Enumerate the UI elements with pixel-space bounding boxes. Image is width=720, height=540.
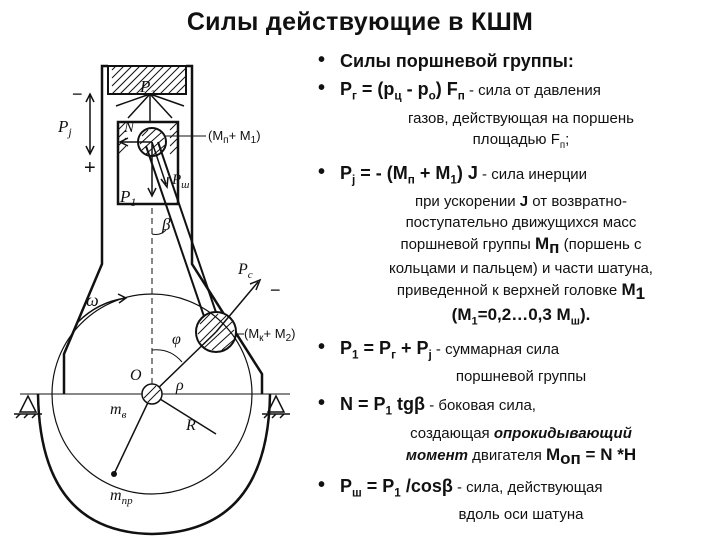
bullet-heading: Силы поршневой группы: — [340, 51, 574, 71]
description: газов, действующая на поршень площадью F… — [408, 109, 634, 151]
list-item: N = P1 tgβ - боковая сила, создающая опр… — [316, 392, 716, 469]
crank-mechanism-diagram: Pг Pj − + N (Mп+ M1) P1 Pш β Pc − ω φ (M… — [14, 64, 296, 536]
label-omega: ω — [86, 290, 99, 310]
label-o: O — [130, 367, 142, 384]
label-minus-right: − — [270, 280, 281, 300]
formula-pg: Pг = (pц - pо) Fп - сила от давления — [340, 79, 601, 103]
right-support — [262, 394, 290, 419]
label-beta: β — [161, 215, 171, 234]
omega-arrow — [77, 297, 127, 323]
label-r: R — [185, 417, 196, 434]
crank-lines — [113, 204, 217, 475]
omega-arrowhead — [117, 293, 128, 304]
label-mp-m1: (Mп+ M1) — [208, 128, 261, 146]
label-mv: mв — [110, 401, 127, 421]
list-item: Pj = - (Mп + M1) J - сила инерции при ус… — [316, 161, 716, 333]
counterweight-mass-point — [111, 471, 117, 477]
description: создающая опрокидывающий момент двигател… — [405, 424, 637, 468]
list-item: Силы поршневой группы: — [316, 49, 716, 72]
crankcase-outline — [36, 393, 272, 536]
description: при ускорении J от возвратно- поступател… — [389, 193, 653, 328]
formula-psh: Pш = P1 /cosβ - сила, действующая — [340, 475, 603, 500]
formula-pj: Pj = - (Mп + M1) J - сила инерции — [340, 162, 588, 187]
main-journal — [141, 383, 163, 405]
label-plus: + — [84, 157, 96, 179]
force-arrows — [85, 92, 262, 333]
description: поршневой группы — [455, 368, 587, 386]
gas-pressure-arrows — [115, 93, 185, 122]
label-pc: Pc — [237, 261, 253, 281]
label-pj: Pj — [57, 117, 72, 139]
list-item: Pг = (pц - pо) Fп - сила от давления газ… — [316, 77, 716, 156]
list-item: Pш = P1 /cosβ - сила, действующая вдоль … — [316, 474, 716, 526]
label-phi: φ — [172, 331, 181, 348]
left-support — [14, 394, 42, 419]
label-psh: Pш — [171, 172, 189, 191]
label-n: N — [123, 120, 135, 136]
label-mpr: mпр — [110, 487, 133, 507]
label-rho: ρ — [175, 377, 184, 394]
label-mk-m2: (Mк+ M2) — [244, 326, 296, 344]
piston — [116, 120, 180, 206]
formula-n: N = P1 tgβ - боковая сила, — [340, 394, 536, 418]
label-pg: Pг — [139, 77, 155, 99]
formula-p1: P1 = Pг + Pj - суммарная сила — [340, 337, 560, 362]
phi-arc — [151, 349, 183, 363]
beta-arc — [151, 229, 167, 235]
label-minus-top: − — [72, 84, 83, 104]
page-title: Силы действующие в КШМ — [186, 8, 534, 36]
cylinder-walls — [62, 64, 264, 394]
description: вдоль оси шатуна — [458, 506, 584, 524]
connecting-rod — [145, 141, 223, 335]
cylinder-head — [107, 65, 187, 95]
label-p1: P1 — [119, 187, 136, 209]
forces-list: Силы поршневой группы: Pг = (pц - pо) Fп… — [316, 49, 716, 526]
list-item: P1 = Pг + Pj - суммарная сила поршневой … — [316, 336, 716, 388]
